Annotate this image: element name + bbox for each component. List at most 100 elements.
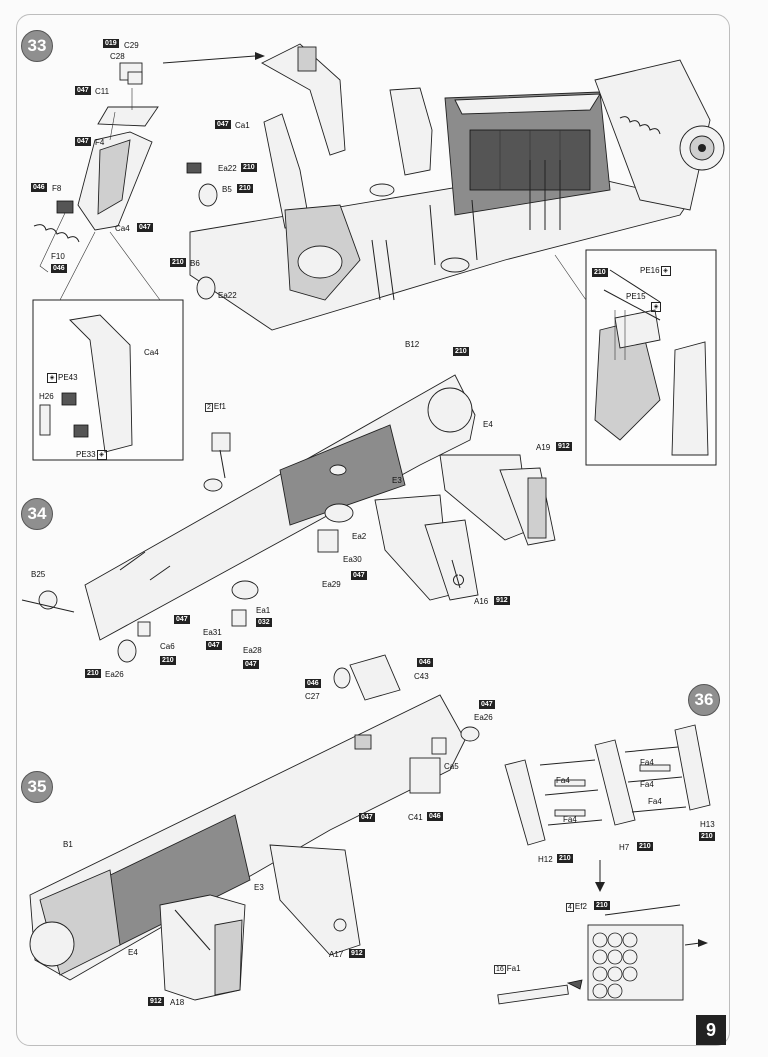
step36-drawing xyxy=(497,724,711,1005)
part-b12-bearing-hole xyxy=(427,387,473,433)
code-047-ea31: 047 xyxy=(206,641,222,650)
label-c27: C27 xyxy=(305,692,320,701)
label-pe33: PE33◈ xyxy=(76,450,108,460)
label-b12: B12 xyxy=(405,340,420,349)
part-ca-plate xyxy=(261,43,346,156)
label-ea26-35: Ea26 xyxy=(474,713,493,722)
label-ea26-34: Ea26 xyxy=(105,670,124,679)
label-fa4-5: Fa4 xyxy=(563,815,577,824)
label-e4-35: E4 xyxy=(128,948,138,957)
label-ea22-bottom: Ea22 xyxy=(218,291,237,300)
step34-drawing xyxy=(21,374,556,663)
part-fa1 xyxy=(497,984,569,1005)
part-exhaust xyxy=(389,87,433,176)
label-ea22-top: Ea22 xyxy=(218,164,237,173)
label-ca1: Ca1 xyxy=(235,121,250,130)
code-912-a17: 912 xyxy=(349,949,365,958)
code-047-ea30: 047 xyxy=(351,571,367,580)
step-35-marker: 35 xyxy=(21,771,53,803)
code-047-c11: 047 xyxy=(75,86,91,95)
label-h7: H7 xyxy=(619,843,630,852)
code-047-f4: 047 xyxy=(75,137,91,146)
part-ca5 xyxy=(431,737,447,755)
label-pe15-icon: ◈ xyxy=(650,302,662,312)
label-ea30: Ea30 xyxy=(343,555,362,564)
part-e3-a17 xyxy=(269,844,361,956)
code-210-pe: 210 xyxy=(592,268,608,277)
code-912-a18: 912 xyxy=(148,997,164,1006)
code-047-plate: 047 xyxy=(174,615,190,624)
label-b5: B5 xyxy=(222,185,232,194)
code-047-ea26: 047 xyxy=(479,700,495,709)
label-c11: C11 xyxy=(95,87,110,96)
code-047-b1: 047 xyxy=(359,813,375,822)
code-046-c27: 046 xyxy=(305,679,321,688)
label-ca5: Ca5 xyxy=(444,762,459,771)
code-210-h13: 210 xyxy=(699,832,715,841)
photo-etch-icon: ◈ xyxy=(47,373,57,383)
part-ea30-ea29 xyxy=(317,529,339,553)
label-f8: F8 xyxy=(52,184,62,193)
photo-etch-icon: ◈ xyxy=(660,266,671,276)
photo-etch-icon: ◈ xyxy=(651,302,661,312)
step33-direction-arrow xyxy=(162,55,256,64)
label-h13: H13 xyxy=(700,820,715,829)
code-912-a19: 912 xyxy=(556,442,572,451)
part-ca1 xyxy=(263,113,311,229)
label-ea31: Ea31 xyxy=(203,628,222,637)
label-ea1: Ea1 xyxy=(256,606,271,615)
part-h12-rack xyxy=(504,759,546,846)
part-h26 xyxy=(39,404,51,436)
part-c27 xyxy=(333,667,351,689)
code-046-f8: 046 xyxy=(31,183,47,192)
part-b1-bearing-hole xyxy=(29,921,75,967)
step33-drawing xyxy=(32,43,725,466)
code-019: 019 xyxy=(103,39,119,48)
label-f4: F4 xyxy=(95,138,105,147)
page-number: 9 xyxy=(696,1015,726,1045)
part-ef1 xyxy=(211,432,231,452)
label-b25: B25 xyxy=(31,570,46,579)
part-ea2 xyxy=(324,503,354,523)
part-b5 xyxy=(198,183,218,207)
photo-etch-icon: ◈ xyxy=(96,450,107,460)
label-a18: A18 xyxy=(170,998,185,1007)
label-fa4-4: Fa4 xyxy=(648,797,662,806)
label-ca6: Ca6 xyxy=(160,642,175,651)
label-h12: H12 xyxy=(538,855,553,864)
code-210-b6: 210 xyxy=(170,258,186,267)
label-pe16: PE16◈ xyxy=(640,266,672,276)
label-fa4-2: Fa4 xyxy=(640,758,654,767)
part-ea26 xyxy=(117,639,137,663)
code-210-ea26: 210 xyxy=(85,669,101,678)
part-c41 xyxy=(409,757,441,794)
label-e3-top: E3 xyxy=(392,476,402,485)
part-c11 xyxy=(97,106,159,127)
part-f10-spring xyxy=(33,224,80,243)
label-h26: H26 xyxy=(39,392,54,401)
code-047-ca1: 047 xyxy=(215,120,231,129)
step-36-marker: 36 xyxy=(688,684,720,716)
part-b12-shade xyxy=(279,424,406,526)
code-210-h7: 210 xyxy=(637,842,653,851)
part-springs xyxy=(529,160,561,230)
part-fa4-rounds xyxy=(539,746,687,826)
label-a19: A19 xyxy=(536,443,551,452)
label-fa4-1: Fa4 xyxy=(556,776,570,785)
label-b1: B1 xyxy=(63,840,73,849)
code-210-ef2: 210 xyxy=(594,901,610,910)
code-032-ea1: 032 xyxy=(256,618,272,627)
label-e4-top: E4 xyxy=(483,420,493,429)
part-e3 xyxy=(374,494,451,601)
code-210-ca6: 210 xyxy=(160,656,176,665)
code-046-c43: 046 xyxy=(417,658,433,667)
code-210-b12: 210 xyxy=(453,347,469,356)
part-ea1 xyxy=(231,580,259,600)
code-047-ca4: 047 xyxy=(137,223,153,232)
label-ca4-top: Ca4 xyxy=(115,224,130,233)
step-33-marker: 33 xyxy=(21,30,53,62)
code-046-f10: 046 xyxy=(51,264,67,273)
label-ca4-inset: Ca4 xyxy=(144,348,159,357)
